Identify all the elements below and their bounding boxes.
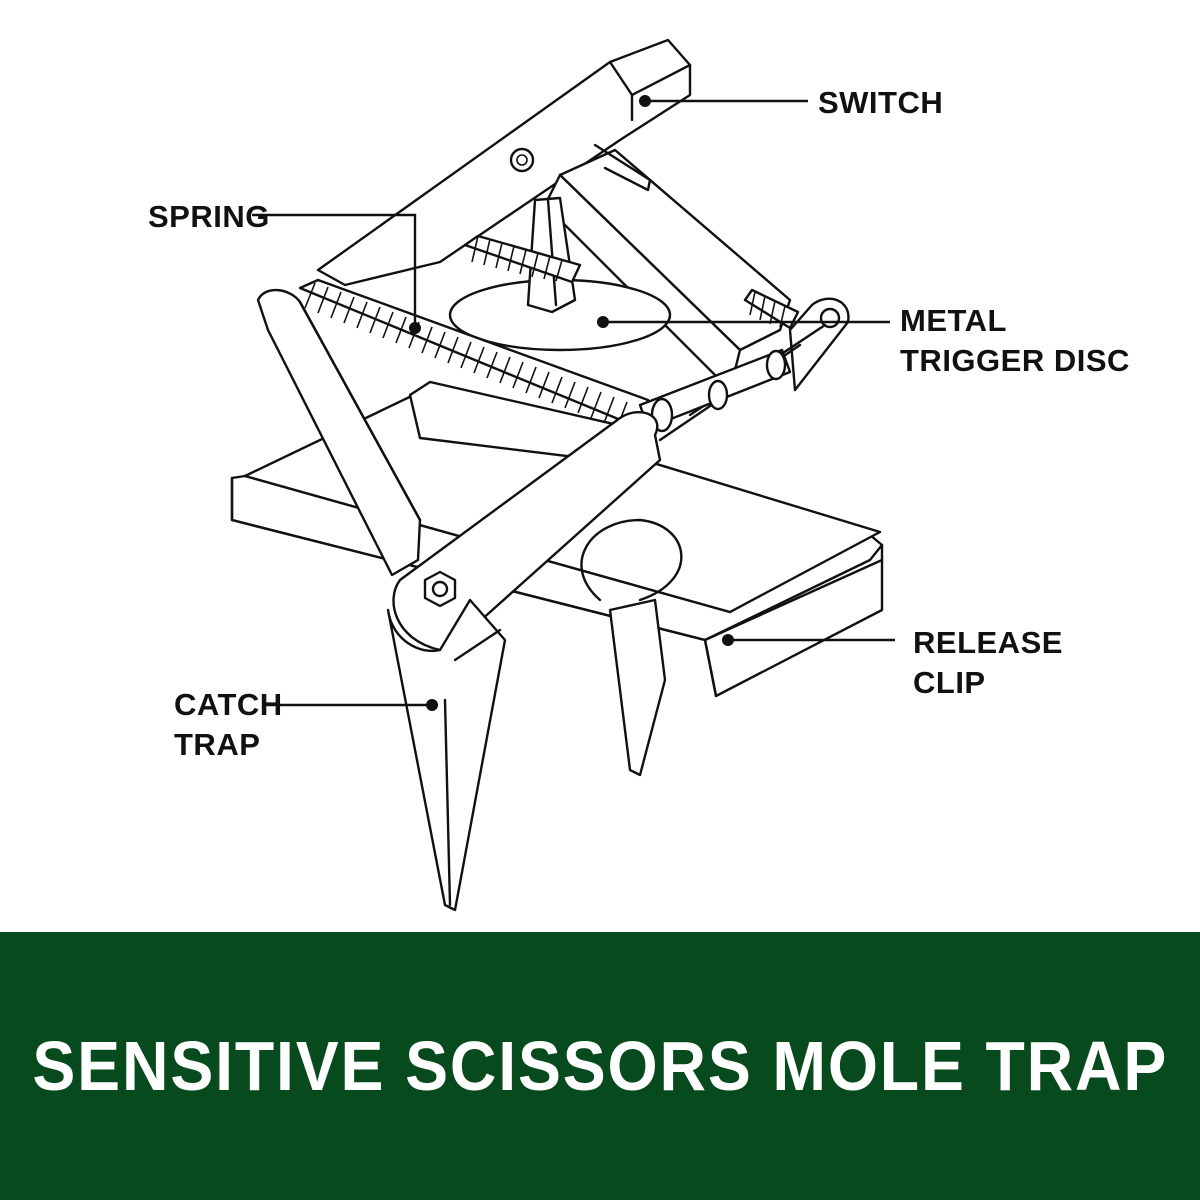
title-banner: SENSITIVE SCISSORS MOLE TRAP (0, 932, 1200, 1200)
leader-release (722, 634, 895, 646)
leader-spring (252, 213, 421, 334)
label-release-line2: CLIP (913, 665, 986, 700)
leader-switch (639, 95, 808, 107)
banner-title: SENSITIVE SCISSORS MOLE TRAP (32, 1027, 1168, 1105)
trigger-disc (448, 196, 672, 352)
label-catch-line1: CATCH (174, 687, 283, 722)
label-release-line1: RELEASE (913, 625, 1063, 660)
label-switch: SWITCH (818, 85, 943, 120)
leader-trigger (597, 316, 890, 328)
front-arm (386, 410, 662, 912)
leader-catch (265, 699, 438, 711)
label-trigger-line2: TRIGGER DISC (900, 343, 1130, 378)
label-spring: SPRING (148, 199, 270, 234)
label-trigger-line1: METAL (900, 303, 1007, 338)
switch-frame (316, 38, 792, 392)
back-spring (463, 234, 800, 330)
label-catch-line2: TRAP (174, 727, 260, 762)
back-blade (608, 598, 667, 777)
